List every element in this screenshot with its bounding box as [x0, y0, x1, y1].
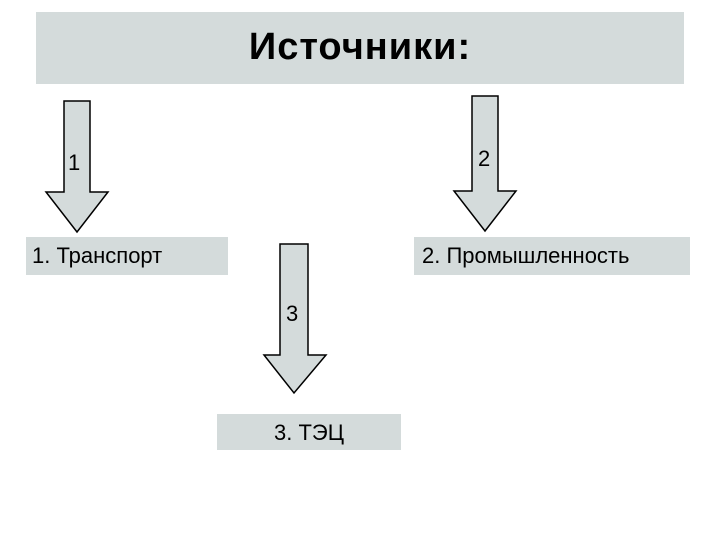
- down-arrow-icon: [262, 243, 328, 395]
- down-arrow-icon: [452, 95, 518, 233]
- node-industry-label: 2. Промышленность: [422, 243, 630, 268]
- arrow-1-label: 1: [68, 150, 81, 175]
- node-tpp: 3. ТЭЦ: [217, 414, 401, 450]
- arrow-1: [44, 100, 110, 234]
- diagram-title: Источники:: [248, 26, 472, 68]
- node-industry: 2. Промышленность: [414, 237, 690, 275]
- arrow-3: [262, 243, 328, 395]
- node-transport-label: 1. Транспорт: [32, 243, 163, 268]
- arrow-2-label: 2: [478, 146, 491, 171]
- title-box: Источники:: [36, 12, 684, 84]
- node-transport: 1. Транспорт: [26, 237, 228, 275]
- arrow-3-label: 3: [286, 301, 299, 326]
- down-arrow-icon: [44, 100, 110, 234]
- arrow-2: [452, 95, 518, 233]
- node-tpp-label: 3. ТЭЦ: [274, 420, 344, 445]
